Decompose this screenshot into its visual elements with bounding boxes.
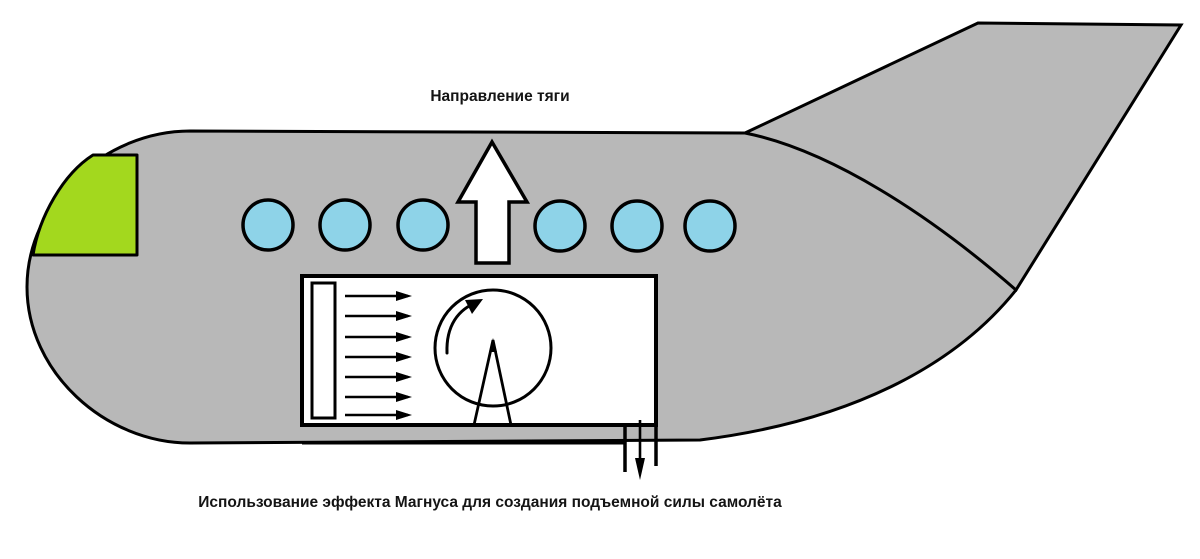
- airflow-arrow: [345, 352, 412, 362]
- exhaust-duct: [623, 418, 658, 472]
- airflow-arrow: [345, 372, 412, 382]
- airflow-arrow: [345, 332, 412, 342]
- rotor-pylon: [472, 339, 513, 426]
- passenger-window-row: [241, 198, 737, 253]
- passenger-window: [683, 199, 737, 253]
- cockpit-window: [31, 153, 139, 257]
- rotation-arrow-icon: [445, 299, 483, 355]
- airflow-arrow: [345, 291, 412, 301]
- airflow-arrow: [345, 392, 412, 402]
- thrust-direction-label: Направление тяги: [430, 88, 570, 105]
- airflow-arrow-group: [345, 291, 412, 420]
- figure-caption: Использование эффекта Магнуса для создан…: [198, 494, 782, 511]
- passenger-window: [318, 198, 372, 252]
- passenger-window: [241, 198, 295, 252]
- passenger-window: [610, 199, 664, 253]
- passenger-window: [533, 199, 587, 253]
- exhaust-arrow-icon: [635, 420, 645, 480]
- passenger-window: [396, 198, 450, 252]
- airflow-arrow: [345, 311, 412, 321]
- thrust-arrow-icon: [454, 138, 531, 265]
- airflow-arrow: [345, 410, 412, 420]
- rotor-pylon-tip: [489, 338, 497, 352]
- intake-grille: [310, 281, 337, 420]
